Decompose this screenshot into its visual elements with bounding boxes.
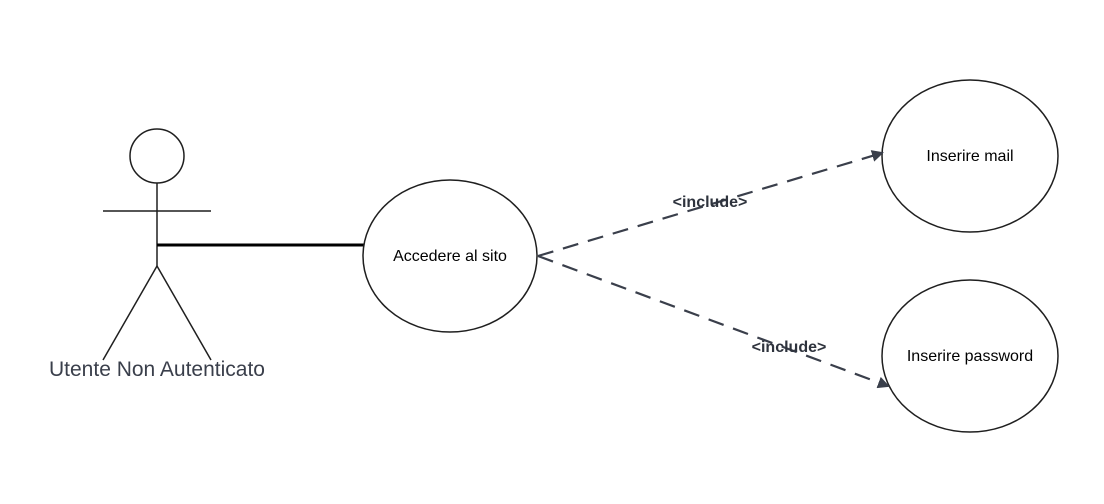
include-label-password: <include> bbox=[752, 339, 827, 356]
actor-left-leg bbox=[102, 265, 158, 361]
use-case-accedere-label: Accedere al sito bbox=[393, 248, 507, 265]
include-label-mail: <include> bbox=[673, 194, 748, 211]
include-arrow-mail bbox=[537, 150, 884, 258]
use-case-mail-label: Inserire mail bbox=[926, 148, 1013, 165]
use-case-password-label: Inserire password bbox=[907, 348, 1033, 365]
actor-right-leg bbox=[156, 265, 212, 361]
use-case-password-ellipse[interactable] bbox=[881, 279, 1059, 433]
use-case-accedere-ellipse[interactable] bbox=[362, 179, 538, 333]
actor-label: Utente Non Autenticato bbox=[49, 358, 265, 381]
actor-figure bbox=[102, 128, 212, 361]
actor-head bbox=[129, 128, 185, 184]
include-arrow-password bbox=[537, 254, 890, 389]
